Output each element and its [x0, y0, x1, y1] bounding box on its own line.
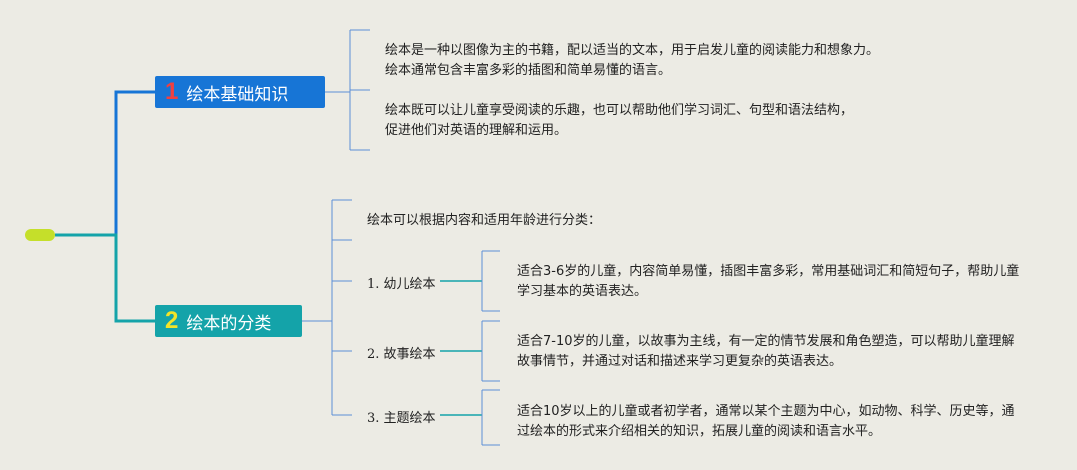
branch-classification[interactable]: 2 绘本的分类	[155, 305, 302, 337]
branch1-note-2: 绘本既可以让儿童享受阅读的乐趣，也可以帮助他们学习词汇、句型和语法结构，促进他们…	[385, 103, 854, 138]
branch2-number: 2	[165, 307, 179, 334]
category-desc-story: 适合7-10岁的儿童，以故事为主线，有一定的情节发展和角色塑造，可以帮助儿童理解…	[517, 334, 1015, 369]
branch-basic-knowledge[interactable]: 1 绘本基础知识	[155, 76, 325, 108]
branch1-bracket	[325, 29, 370, 151]
cat3-bracket	[481, 389, 500, 446]
branch2-title: 绘本的分类	[186, 313, 272, 334]
cat1-bracket	[481, 250, 500, 312]
category-desc-infant: 适合3-6岁的儿童，内容简单易懂，插图丰富多彩，常用基础词汇和简短句子，帮助儿童…	[517, 264, 1020, 299]
category-desc-theme: 适合10岁以上的儿童或者初学者，通常以某个主题为中心，如动物、科学、历史等，通过…	[517, 404, 1015, 439]
root-branch2-link	[55, 233, 155, 323]
branch1-number: 1	[165, 78, 179, 105]
branch1-note-1: 绘本是一种以图像为主的书籍，配以适当的文本，用于启发儿童的阅读能力和想象力。绘本…	[385, 43, 880, 78]
category-label-infant[interactable]: 1. 幼儿绘本	[367, 277, 436, 292]
branch2-bracket	[302, 199, 352, 416]
category-label-story[interactable]: 2. 故事绘本	[367, 347, 436, 362]
root-branch1-link	[55, 90, 155, 237]
root-node[interactable]	[25, 229, 55, 241]
cat2-bracket	[481, 320, 500, 382]
branch2-intro: 绘本可以根据内容和适用年龄进行分类：	[367, 213, 602, 228]
branch1-title: 绘本基础知识	[186, 84, 289, 105]
category-label-theme[interactable]: 3. 主题绘本	[367, 411, 436, 426]
